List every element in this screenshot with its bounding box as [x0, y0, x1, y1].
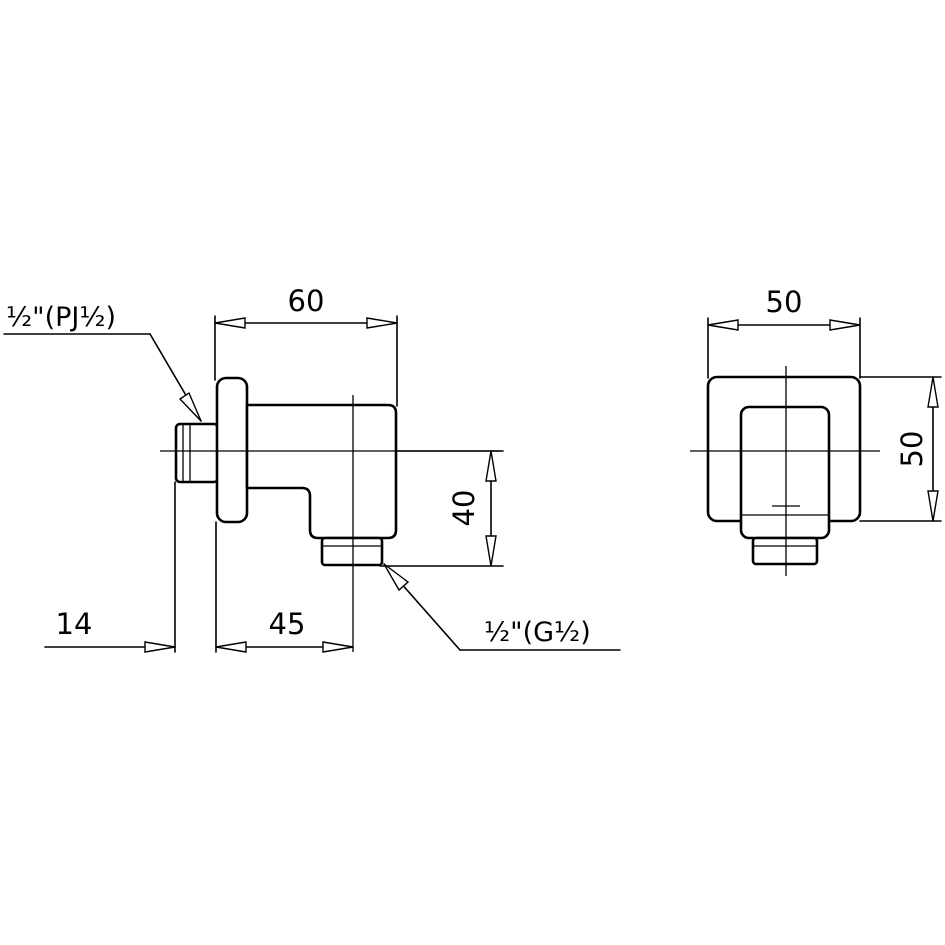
inlet-thread-callout: ½"(PJ½) [3, 302, 202, 422]
dimension-outlet-offset-label: 45 [269, 607, 306, 641]
dimension-side-height-label: 40 [447, 490, 481, 527]
dimension-side-width: 60 [214, 284, 398, 407]
dimension-front-height-label: 50 [895, 431, 929, 468]
dimension-front-width: 50 [707, 285, 861, 379]
outlet-thread-label: ½"(G½) [484, 617, 591, 648]
dimension-side-height: 40 [379, 450, 504, 567]
dimension-front-height: 50 [859, 376, 942, 522]
dimension-side-width-label: 60 [288, 284, 325, 318]
inlet-thread-label: ½"(PJ½) [6, 302, 116, 333]
wall-flange [215, 376, 249, 524]
elbow-body [245, 403, 398, 540]
dimension-front-width-label: 50 [766, 285, 803, 319]
inlet-nipple [174, 422, 220, 484]
side-view [160, 376, 500, 652]
dimension-wall-projection-label: 14 [56, 607, 93, 641]
front-outlet-nipple [751, 536, 819, 566]
front-view [690, 366, 880, 576]
dimension-bottom: 14 45 [44, 481, 354, 653]
front-body [739, 405, 831, 540]
outlet-nipple [320, 536, 384, 567]
outlet-thread-callout: ½"(G½) [383, 563, 621, 651]
